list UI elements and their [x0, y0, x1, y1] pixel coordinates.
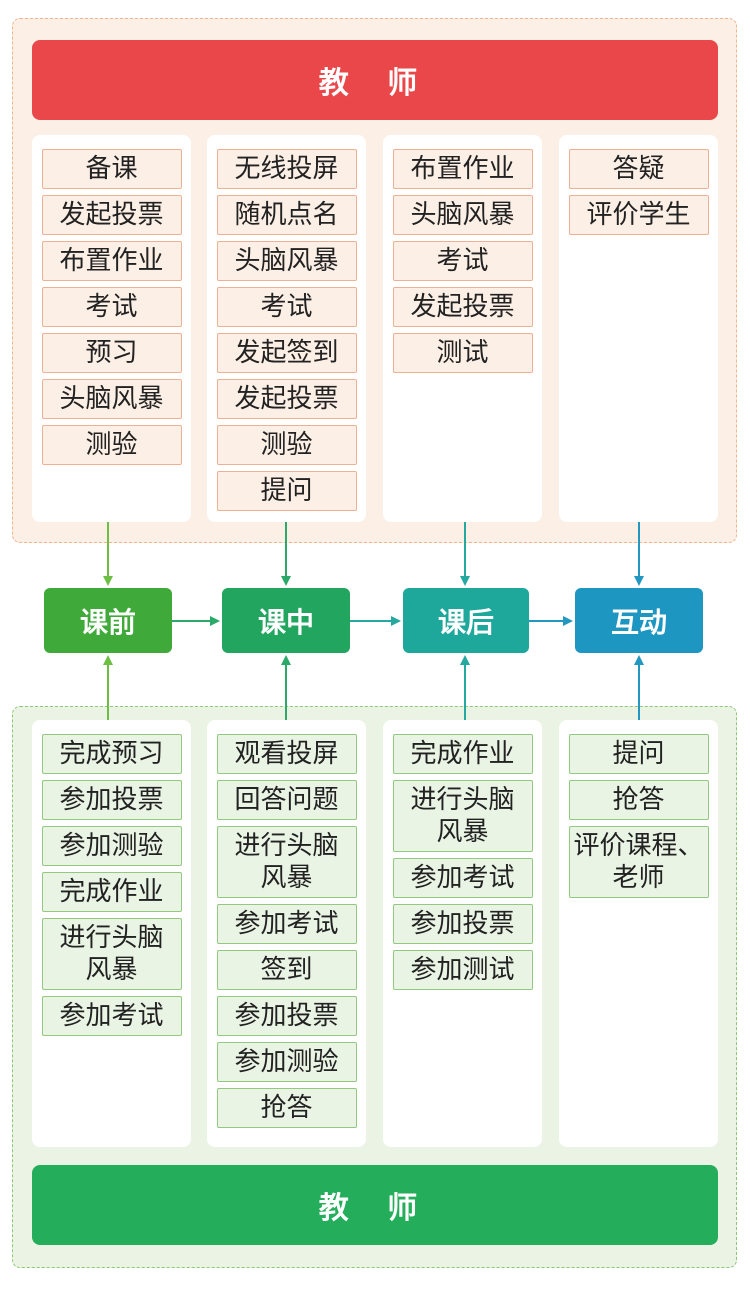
action-item: 参加考试	[216, 904, 357, 944]
teacher-column-pre-class: 备课发起投票布置作业考试预习头脑风暴测验	[32, 135, 191, 522]
action-item: 参加测验	[216, 1042, 357, 1082]
action-item: 考试	[392, 241, 533, 281]
student-column-after-class: 完成作业进行头脑 风暴参加考试参加投票参加测试	[383, 720, 542, 1147]
action-item: 布置作业	[392, 149, 533, 189]
action-item: 签到	[216, 950, 357, 990]
student-banner: 教 师	[32, 1165, 718, 1245]
action-item: 头脑风暴	[392, 195, 533, 235]
action-item: 完成预习	[41, 734, 182, 774]
action-item: 提问	[568, 734, 709, 774]
action-item: 进行头脑 风暴	[41, 918, 182, 990]
student-column-interaction: 提问抢答评价课程、 老师	[559, 720, 718, 1147]
action-item: 提问	[216, 471, 357, 511]
action-item: 回答问题	[216, 780, 357, 820]
stage-after-class: 课后	[403, 588, 529, 653]
action-item: 评价课程、 老师	[568, 826, 709, 898]
student-column-in-class: 观看投屏回答问题进行头脑 风暴参加考试签到参加投票参加测验抢答	[207, 720, 366, 1147]
action-item: 考试	[41, 287, 182, 327]
action-item: 评价学生	[568, 195, 709, 235]
action-item: 测试	[392, 333, 533, 373]
action-item: 随机点名	[216, 195, 357, 235]
action-item: 头脑风暴	[41, 379, 182, 419]
action-item: 测验	[41, 425, 182, 465]
action-item: 参加投票	[216, 996, 357, 1036]
action-item: 抢答	[568, 780, 709, 820]
teacher-column-after-class: 布置作业头脑风暴考试发起投票测试	[383, 135, 542, 522]
teacher-column-in-class: 无线投屏随机点名头脑风暴考试发起签到发起投票测验提问	[207, 135, 366, 522]
action-item: 参加测验	[41, 826, 182, 866]
action-item: 参加投票	[392, 904, 533, 944]
action-item: 抢答	[216, 1088, 357, 1128]
action-item: 测验	[216, 425, 357, 465]
stage-in-class: 课中	[222, 588, 350, 653]
action-item: 预习	[41, 333, 182, 373]
action-item: 参加投票	[41, 780, 182, 820]
action-item: 完成作业	[41, 872, 182, 912]
action-item: 无线投屏	[216, 149, 357, 189]
action-item: 观看投屏	[216, 734, 357, 774]
action-item: 发起投票	[41, 195, 182, 235]
action-item: 头脑风暴	[216, 241, 357, 281]
action-item: 参加测试	[392, 950, 533, 990]
action-item: 发起投票	[392, 287, 533, 327]
student-column-pre-class: 完成预习参加投票参加测验完成作业进行头脑 风暴参加考试	[32, 720, 191, 1147]
action-item: 参加考试	[41, 996, 182, 1036]
teacher-banner: 教 师	[32, 40, 718, 120]
action-item: 布置作业	[41, 241, 182, 281]
action-item: 答疑	[568, 149, 709, 189]
action-item: 考试	[216, 287, 357, 327]
teacher-column-interaction: 答疑评价学生	[559, 135, 718, 522]
stage-interaction: 互动	[575, 588, 703, 653]
action-item: 发起投票	[216, 379, 357, 419]
action-item: 完成作业	[392, 734, 533, 774]
action-item: 进行头脑 风暴	[216, 826, 357, 898]
action-item: 进行头脑 风暴	[392, 780, 533, 852]
action-item: 参加考试	[392, 858, 533, 898]
stage-pre-class: 课前	[44, 588, 172, 653]
action-item: 发起签到	[216, 333, 357, 373]
action-item: 备课	[41, 149, 182, 189]
